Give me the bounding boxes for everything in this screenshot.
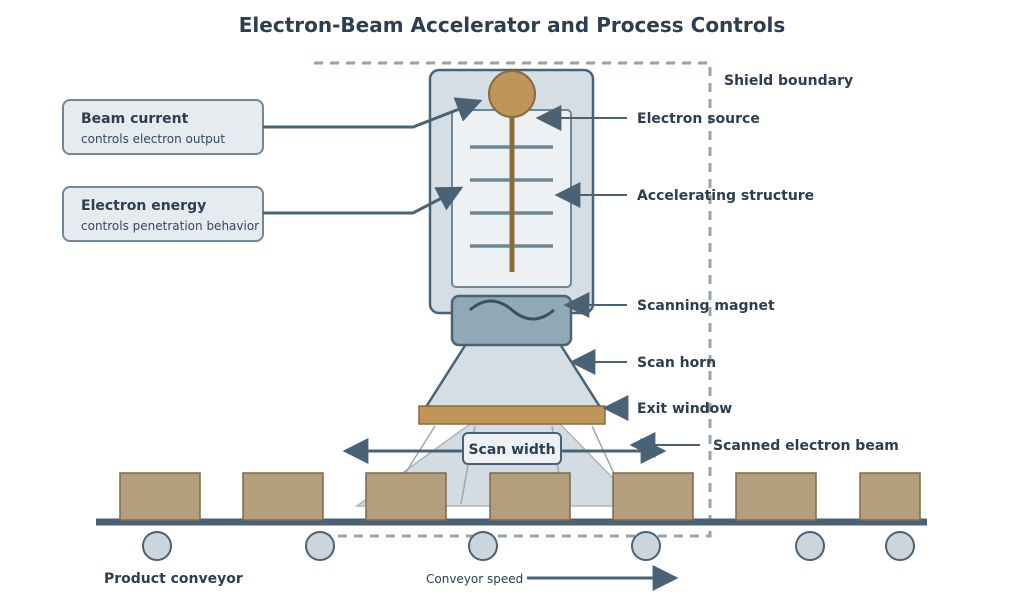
roller [468, 531, 498, 561]
electron-source-label: Electron source [637, 111, 760, 127]
scanning-magnet-label: Scanning magnet [637, 298, 775, 314]
product-conveyor-label: Product conveyor [104, 571, 243, 587]
product-box [365, 472, 447, 521]
electron-energy-title: Electron energy [81, 198, 206, 214]
product-box [859, 472, 921, 521]
accelerating-structure-label: Accelerating structure [637, 188, 814, 204]
roller [795, 531, 825, 561]
beam-current-subtitle: controls electron output [81, 132, 225, 146]
beam-current-title: Beam current [81, 111, 189, 127]
scanning-magnet [450, 294, 573, 347]
conveyor-rollers [142, 531, 915, 561]
electron-source [488, 70, 536, 118]
electron-energy-subtitle: controls penetration behavior [81, 219, 259, 233]
conveyor-speed-label: Conveyor speed [426, 572, 523, 586]
shield-boundary-label: Shield boundary [724, 73, 853, 89]
beam-current-control: Beam current controls electron output [62, 99, 264, 155]
scan-horn-label: Scan horn [637, 355, 716, 371]
beam-current-arrow [263, 97, 483, 129]
scanned-beam-label: Scanned electron beam [713, 438, 899, 454]
product-box [119, 472, 201, 521]
exit-window-label: Exit window [637, 401, 732, 417]
roller [885, 531, 915, 561]
product-box [489, 472, 571, 521]
scan-horn [423, 342, 603, 409]
roller [631, 531, 661, 561]
roller [142, 531, 172, 561]
scan-width-box [462, 432, 562, 465]
electron-energy-arrow [263, 186, 464, 215]
page-title: Electron-Beam Accelerator and Process Co… [239, 13, 785, 37]
magnet-wave-icon [469, 299, 555, 321]
exit-window [418, 405, 606, 425]
electron-energy-control: Electron energy controls penetration beh… [62, 186, 264, 242]
shield-boundary [314, 61, 712, 538]
product-boxes [119, 472, 921, 521]
product-box [735, 472, 817, 521]
product-box [612, 472, 694, 521]
scan-width-label: Scan width [468, 442, 555, 458]
roller [305, 531, 335, 561]
product-box [242, 472, 324, 521]
